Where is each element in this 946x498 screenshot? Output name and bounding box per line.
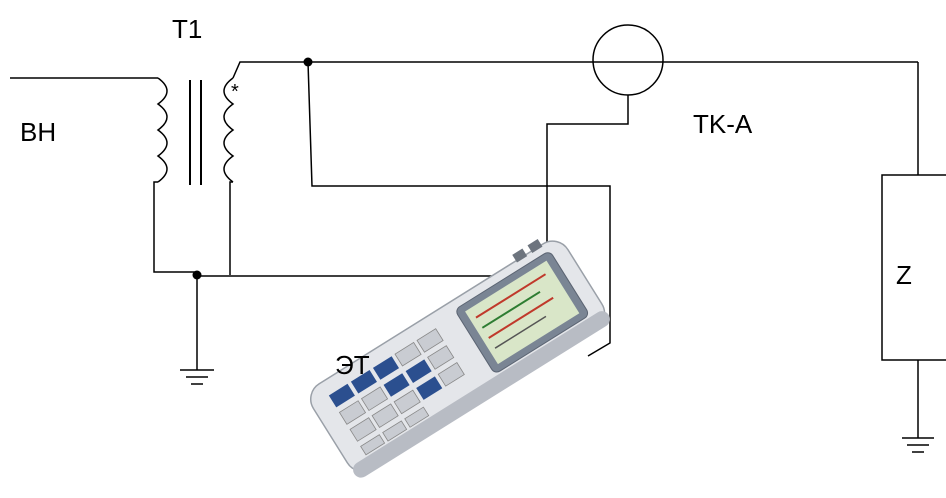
ground-symbol-left [180,369,214,385]
ground-symbol-right [902,437,934,453]
secondary-top-lead [232,61,308,79]
current-clamp-label: TK-A [693,109,753,139]
transformer-label: T1 [172,14,203,44]
clamp-lead [546,95,629,308]
device-connector-1 [512,248,528,263]
secondary-bottom-lead [229,181,233,275]
voltage-sense-wire [307,61,611,357]
device-side-shadow [353,311,610,478]
high-voltage-label: BH [20,117,57,147]
polarity-mark: * [231,81,239,103]
secondary-winding [223,77,235,183]
tester-device [309,239,610,478]
device-keypad [328,328,465,456]
device-connector-2 [527,239,543,254]
tester-label: ЭТ [335,350,370,380]
current-clamp-ring [592,24,664,96]
load-box [881,174,946,361]
primary-lead [153,181,197,273]
device-screen [465,260,580,365]
primary-winding [156,77,168,183]
load-label: Z [896,260,912,290]
